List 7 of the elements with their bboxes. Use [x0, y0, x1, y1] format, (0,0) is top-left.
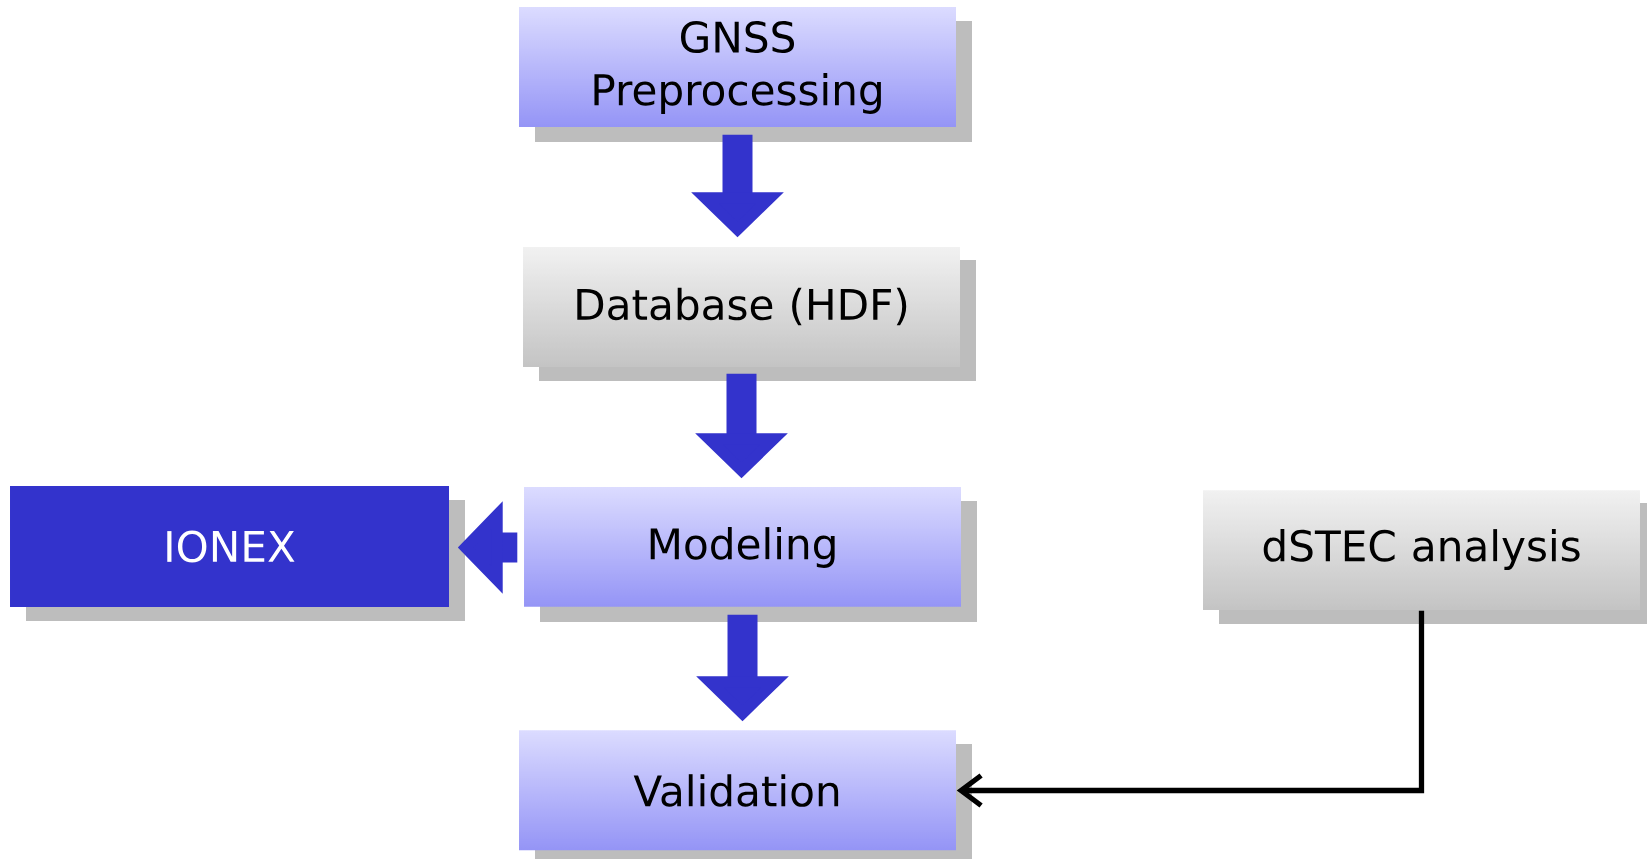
process-box: Database (HDF)	[523, 246, 976, 381]
process-box: IONEX	[10, 486, 465, 621]
process-box: Modeling	[524, 487, 977, 622]
process-box: Validation	[519, 730, 972, 859]
process-box: dSTEC analysis	[1203, 490, 1647, 624]
process-box: GNSS Preprocessing	[519, 7, 972, 142]
arrow	[956, 610, 1425, 808]
